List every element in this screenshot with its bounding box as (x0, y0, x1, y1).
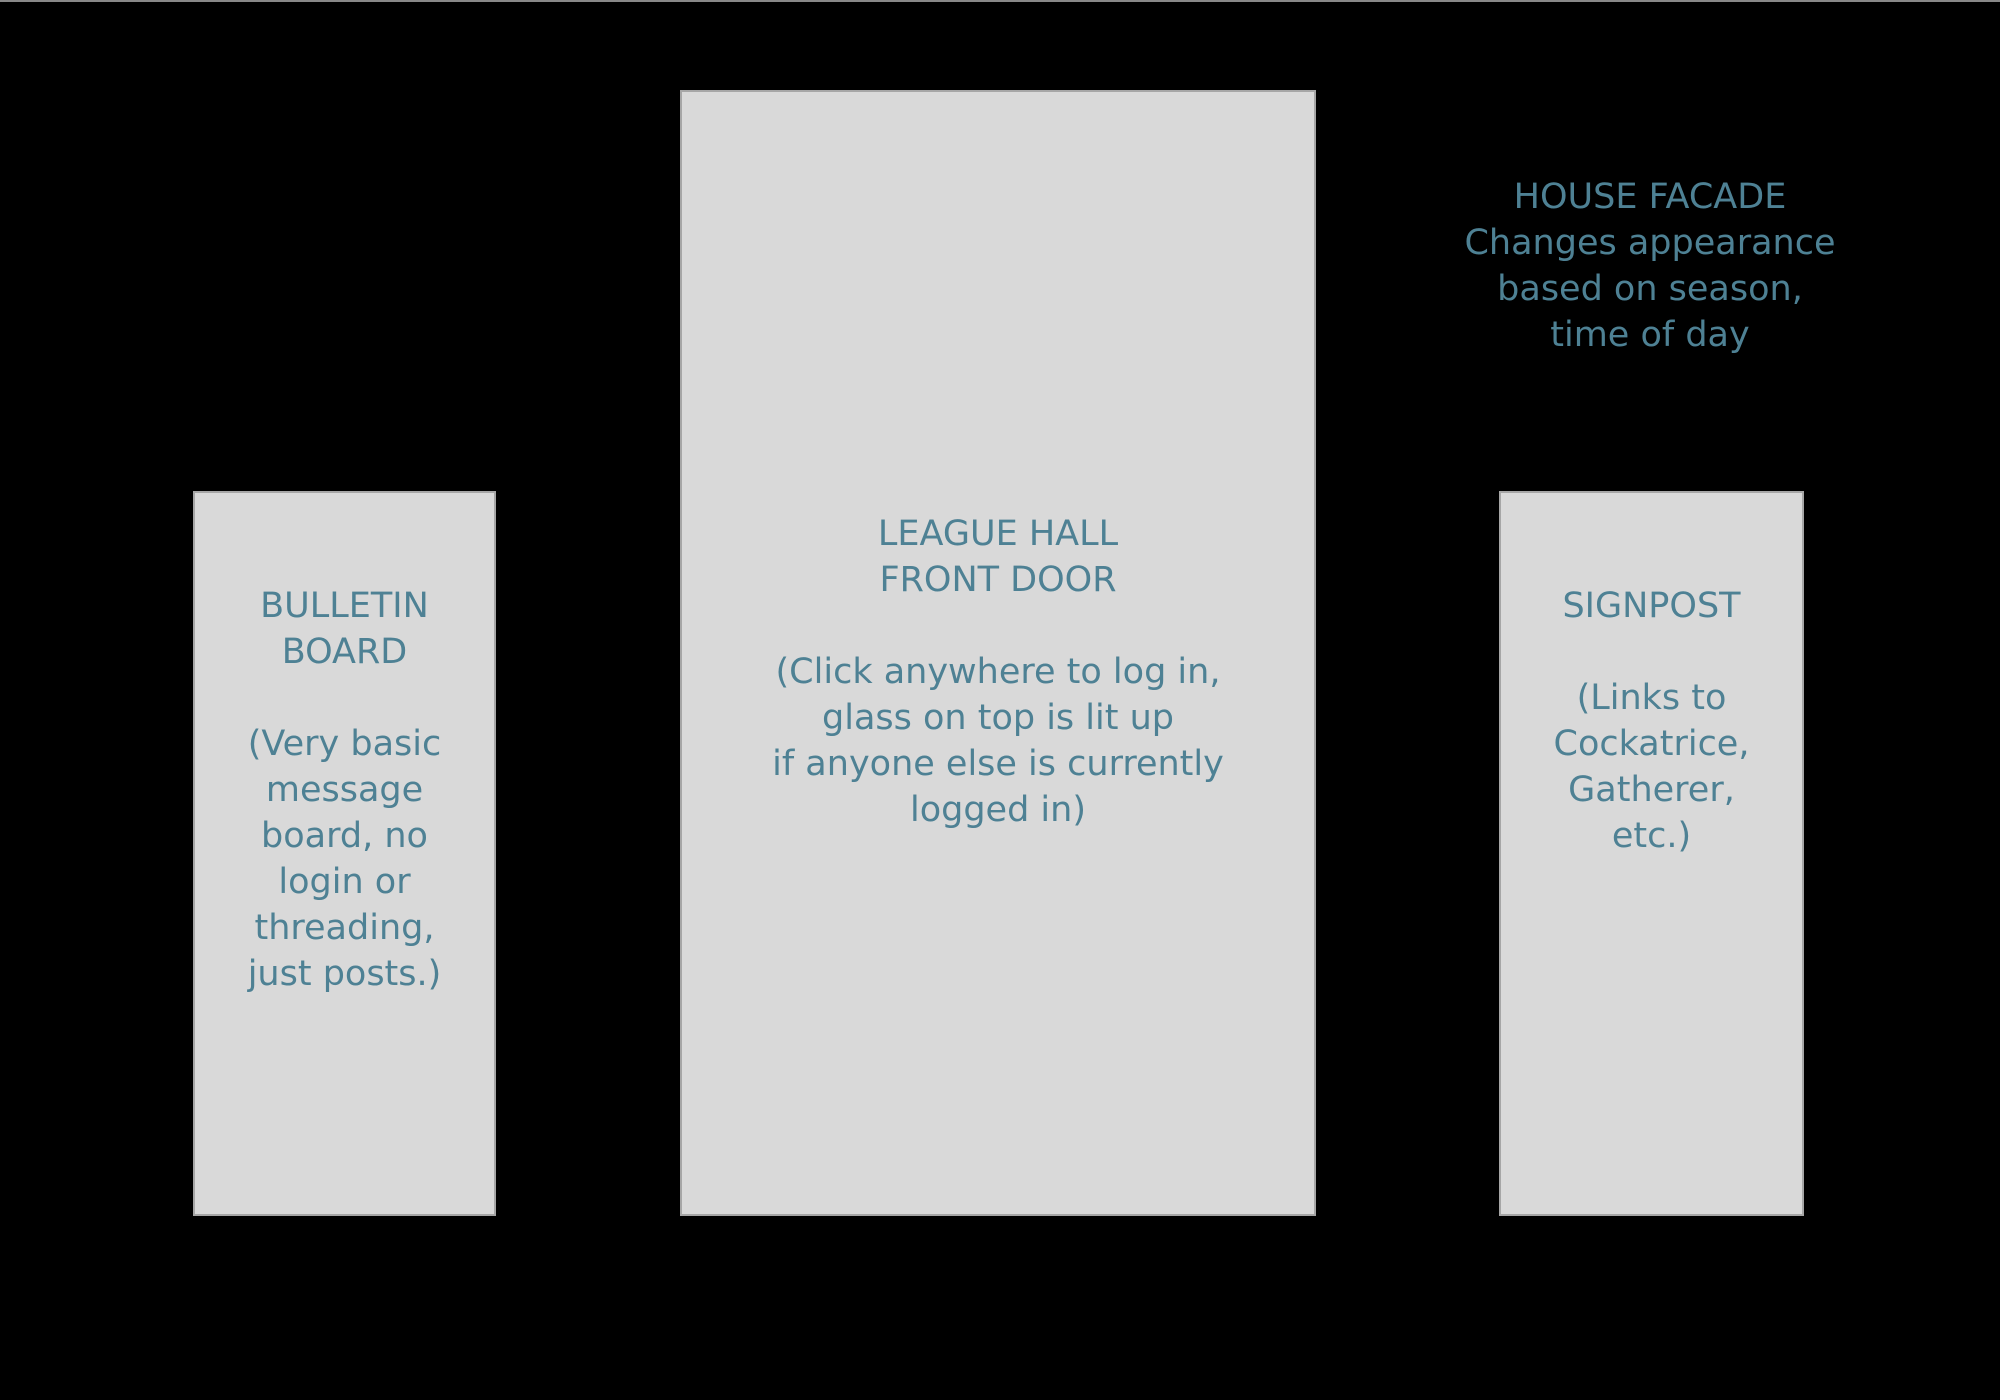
bulletin-board-title: BULLETIN BOARD (260, 586, 429, 672)
league-hall-title: LEAGUE HALL FRONT DOOR (877, 514, 1119, 600)
league-hall-front-door-panel[interactable]: LEAGUE HALL FRONT DOOR (Click anywhere t… (680, 90, 1316, 1216)
signpost-description: (Links to Cockatrice, Gatherer, etc.) (1553, 678, 1750, 856)
signpost-title: SIGNPOST (1562, 586, 1741, 626)
signpost-panel[interactable]: SIGNPOST (Links to Cockatrice, Gatherer,… (1499, 491, 1804, 1216)
bulletin-board-description: (Very basic message board, no login or t… (247, 724, 442, 994)
house-facade-title: HOUSE FACADE (1513, 177, 1787, 217)
bulletin-board-panel[interactable]: BULLETIN BOARD (Very basic message board… (193, 491, 496, 1216)
house-facade-note: HOUSE FACADE Changes appearance based on… (1400, 174, 1900, 358)
house-facade-description: Changes appearance based on season, time… (1464, 223, 1836, 355)
league-hall-description: (Click anywhere to log in, glass on top … (772, 652, 1224, 830)
